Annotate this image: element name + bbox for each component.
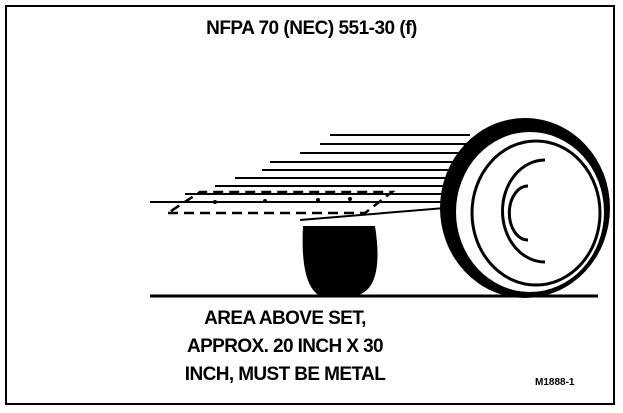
figure-id: M1888-1 xyxy=(535,377,575,388)
speed-lines xyxy=(150,134,480,203)
front-wheel xyxy=(440,118,610,298)
rear-wheel xyxy=(308,229,343,298)
caption: AREA ABOVE SET, APPROX. 20 INCH X 30 INC… xyxy=(0,305,570,389)
metal-area-outline xyxy=(163,190,396,215)
area-dots xyxy=(213,197,352,204)
caption-line-3: INCH, MUST BE METAL xyxy=(184,364,386,385)
body-floor-line xyxy=(299,207,446,221)
figure-title: NFPA 70 (NEC) 551-30 (f) xyxy=(206,18,417,39)
caption-line-2: APPROX. 20 INCH X 30 xyxy=(186,336,384,357)
caption-line-1: AREA ABOVE SET, xyxy=(204,308,366,329)
